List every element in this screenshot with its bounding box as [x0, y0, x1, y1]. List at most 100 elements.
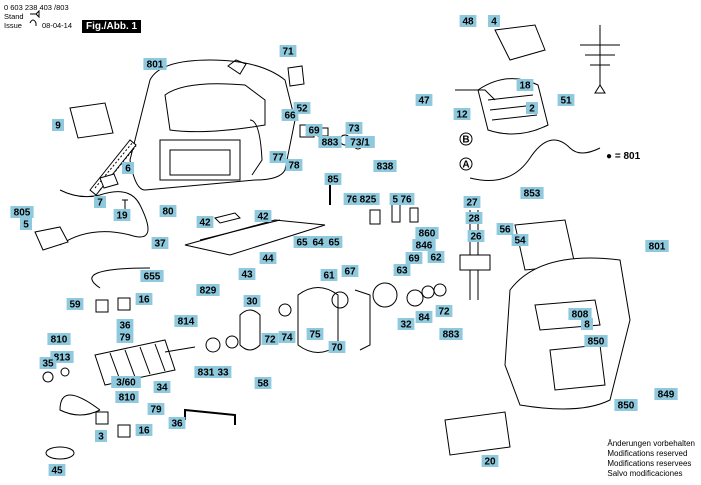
callout-text: 808: [572, 310, 589, 321]
callout-text: 73/1: [350, 138, 370, 149]
callout-box: [343, 193, 361, 205]
callout-text: 19: [116, 211, 128, 222]
callout-box: [39, 357, 57, 369]
callout-52: 54: [511, 234, 529, 247]
callout-text: 51: [560, 96, 572, 107]
callout-2: 9: [52, 119, 64, 132]
switch-drawing: [287, 65, 305, 87]
callout-text: 79: [119, 333, 131, 344]
callout-text: 69: [408, 254, 420, 265]
callout-box: [324, 173, 342, 185]
callout-text: A: [462, 160, 469, 171]
callout-text: 16: [138, 295, 150, 306]
callout-box: [196, 284, 220, 296]
electronics-module-drawing: [494, 24, 546, 61]
callout-text: 42: [199, 218, 211, 229]
callout-82: 35: [39, 357, 57, 370]
issue-label: Issue: [4, 21, 22, 30]
callout-box: [526, 102, 538, 114]
callout-text: 2: [529, 104, 535, 115]
callout-circle: [459, 157, 473, 171]
schematic-inset-drawing: [580, 25, 620, 94]
callout-text: 76: [346, 195, 358, 206]
callout-4: 805: [10, 206, 34, 219]
callout-text: 62: [430, 253, 442, 264]
callout-box: [467, 230, 485, 242]
callout-49: 846: [412, 239, 436, 252]
callout-29: 37: [151, 237, 169, 250]
callout-text: 61: [323, 271, 335, 282]
callout-47: 63: [393, 264, 411, 277]
callout-17: 78: [285, 159, 303, 172]
callout-30: 44: [259, 252, 277, 265]
callout-text: 6: [125, 164, 131, 175]
callout-box: [415, 311, 433, 323]
callout-24: 64: [309, 236, 327, 249]
callout-text: 8: [584, 320, 590, 331]
callout-22: 76: [397, 193, 415, 206]
cable-clamp-drawing: [99, 173, 119, 189]
callout-box: [459, 15, 477, 27]
callout-33: 4: [488, 15, 500, 28]
callout-box: [318, 136, 342, 148]
callout-text: 36: [171, 419, 183, 430]
callout-box: [584, 335, 608, 347]
callout-46: 69: [405, 252, 423, 265]
callout-8: 80: [159, 205, 177, 218]
callout-text: 65: [328, 238, 340, 249]
callout-box: [325, 236, 343, 248]
notes-block: Änderungen vorbehalten Modifications res…: [607, 439, 695, 479]
brush-drawing: [95, 297, 131, 313]
callout-90: 45: [48, 464, 66, 477]
callout-box: [345, 136, 375, 148]
callout-23: 838: [373, 160, 397, 173]
callout-83: 34: [153, 381, 171, 394]
callout-box: [115, 391, 139, 403]
callout-28: 42: [254, 210, 272, 223]
callout-43: 28: [465, 212, 483, 225]
callout-75: 883: [439, 328, 463, 341]
housing-right-drawing: [504, 257, 631, 410]
callout-69: 58: [254, 377, 272, 390]
oil-can-drawing: [45, 446, 75, 460]
callout-text: 47: [418, 96, 430, 107]
callout-32: 48: [459, 15, 477, 28]
callout-box: [48, 464, 66, 476]
callout-text: 52: [296, 104, 308, 115]
callout-box: [259, 252, 277, 264]
callout-12: 69: [305, 124, 323, 137]
callout-89: 36: [168, 417, 186, 430]
issue-date: 08-04-14: [42, 21, 73, 30]
callout-text: 48: [462, 17, 474, 28]
callout-box: [116, 331, 134, 343]
callout-box: [496, 223, 514, 235]
bearing-plate-drawing: [239, 309, 261, 351]
wiring-drawing: [469, 139, 601, 181]
callout-text: 813: [54, 353, 71, 364]
callout-70: 831: [194, 366, 218, 379]
callout-circle: [459, 132, 473, 146]
callout-box: [397, 193, 415, 205]
callout-20: 825: [356, 193, 380, 206]
callout-box: [254, 210, 272, 222]
callout-box: [520, 187, 544, 199]
callout-box: [279, 45, 297, 57]
callout-74: 72: [435, 305, 453, 318]
callout-box: [147, 403, 165, 415]
power-cable-drawing: [59, 189, 149, 246]
callout-box: [412, 239, 436, 251]
callout-box: [278, 331, 296, 343]
callout-text: 831: [198, 368, 215, 379]
callout-87: 3: [95, 430, 107, 443]
callout-box: [52, 119, 64, 131]
callout-text: 655: [144, 272, 161, 283]
callout-58: 850: [614, 399, 638, 412]
callout-15: 73/1: [345, 136, 375, 149]
callout-box: [397, 318, 415, 330]
callout-box: [135, 424, 153, 436]
callout-42: 27: [463, 196, 481, 209]
callout-text: 64: [312, 238, 324, 249]
callout-box: [243, 295, 261, 307]
callout-box: [341, 265, 359, 277]
